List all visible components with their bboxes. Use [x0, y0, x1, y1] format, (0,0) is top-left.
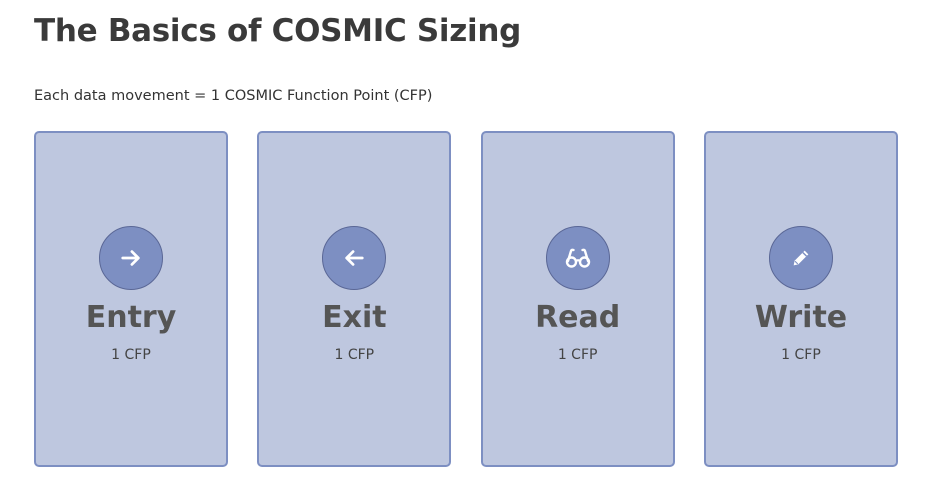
card-label-entry: Entry [85, 300, 177, 335]
card-read: Read 1 CFP [480, 131, 675, 467]
page-subtitle: Each data movement = 1 COSMIC Function P… [34, 88, 433, 104]
card-value-write: 1 CFP [781, 347, 821, 363]
glasses-icon [545, 226, 610, 290]
arrow-right-icon [99, 226, 163, 290]
card-value-exit: 1 CFP [334, 347, 375, 363]
card-label-read: Read [535, 300, 621, 335]
data-movement-cards: Entry 1 CFP Exit 1 CFP R [34, 131, 898, 467]
card-value-entry: 1 CFP [111, 347, 151, 363]
card-write: Write 1 CFP [703, 131, 898, 467]
arrow-left-icon [322, 226, 387, 290]
card-label-write: Write [754, 300, 848, 335]
card-entry: Entry 1 CFP [34, 131, 228, 467]
card-label-exit: Exit [322, 300, 387, 335]
card-exit: Exit 1 CFP [257, 131, 452, 467]
page-title: The Basics of COSMIC Sizing [34, 13, 521, 49]
pencil-icon [768, 226, 833, 290]
card-value-read: 1 CFP [557, 347, 598, 363]
